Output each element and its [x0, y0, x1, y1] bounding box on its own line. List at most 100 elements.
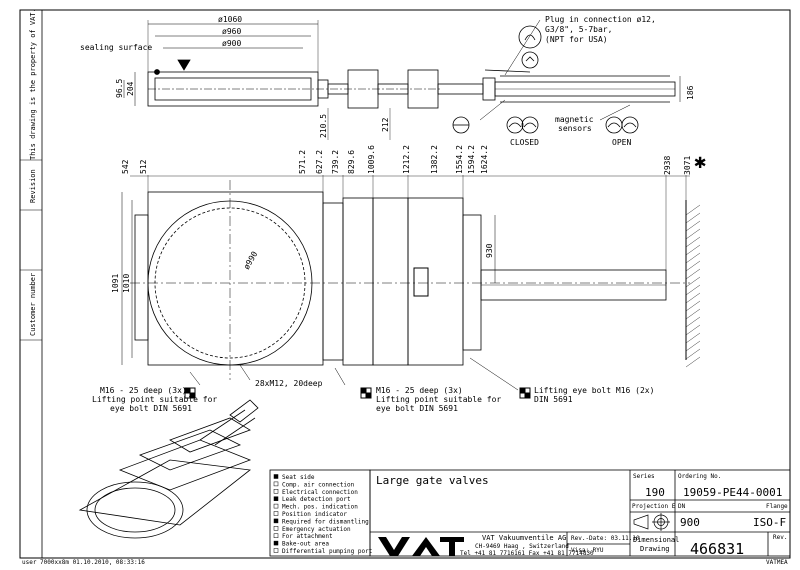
- top-dim-label: 1594.2: [467, 145, 476, 174]
- projection-icon: [633, 513, 670, 531]
- legend-item: Seat side: [282, 474, 315, 481]
- legend-item: Electrical connection: [282, 489, 358, 496]
- sealing-surface-label: sealing surface: [80, 43, 152, 52]
- note-left-1: M16 - 25 deep (3x): [100, 386, 187, 395]
- legend-symbol: [273, 533, 279, 538]
- top-dim-label: 1212.2: [402, 145, 411, 174]
- top-dim-label: 571.2: [298, 150, 307, 174]
- corner-code: VATMEA: [766, 559, 788, 566]
- open-label: OPEN: [612, 138, 631, 147]
- projection-label: Projection E: [632, 503, 676, 510]
- dim-990: ø990: [242, 250, 260, 271]
- rev-label: Rev.: [773, 534, 787, 541]
- isometric-view: [78, 399, 259, 539]
- holes-note: 28xM12, 20deep: [255, 379, 323, 388]
- note-left-3: eye bolt DIN 5691: [110, 404, 192, 413]
- dim-1060: ø1060: [218, 15, 242, 24]
- side-strip: [19, 9, 43, 559]
- property-note: This drawing is the property of VAT.: [29, 8, 37, 160]
- legend-item: Required for dismantling: [282, 518, 369, 525]
- dismantling-symbol: ✱: [694, 149, 706, 173]
- legend-item: Comp. air connection: [282, 481, 355, 488]
- ordering-label: Ordering No.: [678, 473, 721, 480]
- legend-item: For attachment: [282, 533, 333, 540]
- dim-2938: 2938: [663, 156, 672, 175]
- dim-930: 930: [485, 243, 494, 258]
- magnetic-label-1: magnetic: [555, 115, 594, 124]
- top-dim-label: 1009.6: [367, 145, 376, 174]
- rev-date: Rev.-Date: 03.11.10: [571, 535, 640, 542]
- note-right-2: DIN 5691: [534, 395, 573, 404]
- legend-symbol: [273, 518, 279, 524]
- top-dim-label: 829.6: [347, 150, 356, 174]
- top-dim-label: 1382.2: [430, 145, 439, 174]
- dimensional-label: Dimensional: [633, 536, 679, 544]
- note-right-1: Lifting eye bolt M16 (2x): [534, 386, 654, 395]
- top-dimensions: 542 512 571.2 627.2 739.2 829.6 1009.6 1212.2 13…: [121, 145, 489, 174]
- customer-number-label: Customer number: [29, 273, 37, 336]
- revision-label: Revision: [29, 169, 37, 203]
- dn-value: 900: [680, 516, 700, 529]
- series-label: Series: [633, 473, 655, 480]
- legend-symbol: [273, 540, 279, 546]
- legend-symbol: [273, 511, 279, 516]
- legend-symbol: [273, 548, 279, 553]
- dim-960: ø960: [222, 27, 241, 36]
- flange-value: ISO-F: [753, 516, 786, 529]
- legend-symbol: [273, 474, 279, 479]
- legend-item: Emergency actuation: [282, 526, 351, 533]
- legend-item: Mech. pos. indication: [282, 504, 358, 511]
- ordering-value: 19059-PE44-0001: [683, 486, 782, 499]
- legend-item: Differential pumping port: [282, 548, 373, 555]
- legend-symbol: [273, 503, 279, 509]
- plug-note-1: Plug in connection ø12,: [545, 15, 656, 24]
- dim-204: 204: [126, 81, 135, 96]
- drawing-label: Drawing: [640, 545, 670, 553]
- dim-900: ø900: [222, 39, 241, 48]
- top-dim-label: 627.2: [315, 150, 324, 174]
- dim-1091: 1091: [111, 274, 120, 293]
- legend-item: Leak detection port: [282, 496, 351, 503]
- title: Large gate valves: [376, 474, 489, 487]
- title-block: [369, 469, 791, 557]
- dim-212: 212: [381, 117, 390, 132]
- flange-label: Flange: [766, 503, 788, 510]
- dim-210: 210.5: [319, 114, 328, 138]
- dim-1010: 1010: [122, 274, 131, 293]
- footer-stamp: user 7000xx8m 01.10.2010, 08:33:16: [22, 559, 145, 566]
- company-contact: Tel +41 81 7716161 Fax +41 81 7714830: [460, 550, 594, 557]
- note-left-2: Lifting point suitable for: [92, 395, 217, 404]
- note-mid-3: eye bolt DIN 5691: [376, 404, 458, 413]
- note-mid-1: M16 - 25 deep (3x): [376, 386, 463, 395]
- note-mid-2: Lifting point suitable for: [376, 395, 501, 404]
- drawing-number: 466831: [690, 540, 744, 558]
- plug-note-2: G3/8", 5-7bar,: [545, 25, 612, 34]
- front-view: [121, 175, 690, 391]
- top-dim-label: 1554.2: [455, 145, 464, 174]
- plug-note-3: (NPT for USA): [545, 35, 608, 44]
- legend-symbol: [273, 489, 279, 494]
- series-value: 190: [645, 486, 665, 499]
- legend-symbol: [273, 526, 279, 531]
- top-dim-label: 542: [121, 159, 130, 174]
- visa: Visa: RYU: [571, 547, 604, 554]
- dim-3071: 3071: [683, 156, 692, 175]
- magnetic-label-2: sensors: [558, 124, 592, 133]
- legend-item: Position indicator: [282, 511, 347, 518]
- lifting-point-icons: [184, 387, 531, 399]
- top-view: [123, 19, 681, 140]
- dn-label: DN: [678, 503, 686, 510]
- closed-label: CLOSED: [510, 138, 539, 147]
- company-name: VAT Vakuumventile AG: [482, 534, 566, 542]
- vat-logo: [378, 537, 464, 556]
- top-dim-label: 1624.2: [480, 145, 489, 174]
- wall-hatching: [685, 204, 701, 368]
- dim-96: 96.5: [115, 79, 124, 98]
- top-dim-label: 739.2: [331, 150, 340, 174]
- dim-186: 186: [686, 85, 695, 100]
- legend-symbol: [273, 481, 279, 487]
- top-dim-label: 512: [139, 159, 148, 174]
- legend-item: Bake-out area: [282, 541, 329, 548]
